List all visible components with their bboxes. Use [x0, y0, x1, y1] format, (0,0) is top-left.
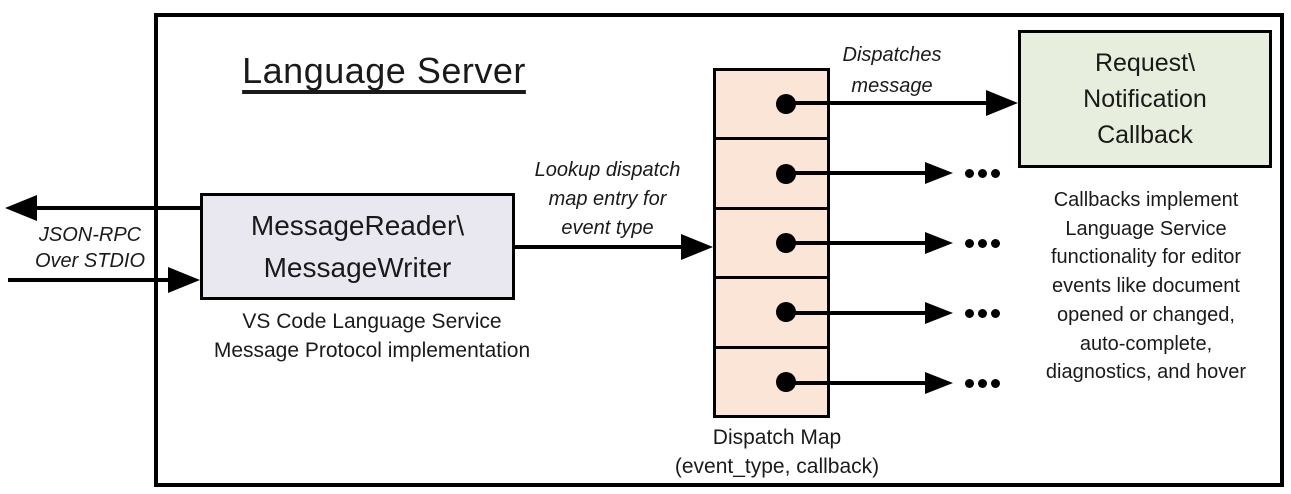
- lookup-label-line: map entry for: [548, 188, 667, 210]
- map-caption-line: Dispatch Map: [712, 426, 842, 449]
- json-rpc-label-line: Over STDIO: [34, 250, 145, 272]
- dispatch-map-caption: Dispatch Map (event_type, callback): [652, 423, 902, 481]
- dispatch-arrow-line: [786, 101, 988, 105]
- callbacks-note-line: diagnostics, and hover: [1045, 361, 1247, 384]
- callback-box-line: Request\: [1094, 49, 1196, 77]
- dispatches-message-label: Dispatches message: [812, 40, 972, 102]
- dispatch-label-line: Dispatches: [842, 44, 942, 66]
- dispatch-arrowhead-icon: [986, 90, 1018, 116]
- stdio-in-arrowhead-icon: [168, 267, 200, 293]
- language-server-outer-box: [154, 13, 1284, 487]
- message-reader-writer-box: MessageReader\ MessageWriter: [200, 193, 515, 300]
- reader-box-caption: VS Code Language Service Message Protoco…: [196, 307, 548, 365]
- callbacks-note-line: Language Service: [1065, 217, 1227, 240]
- dispatch-arrowhead-icon: [925, 372, 953, 394]
- lookup-label-line: Lookup dispatch: [534, 159, 681, 181]
- dispatch-arrowhead-icon: [925, 302, 953, 324]
- request-notification-callback-box: Request\ Notification Callback: [1018, 30, 1272, 168]
- map-caption-line: (event_type, callback): [674, 455, 880, 478]
- dispatch-arrow-line: [786, 241, 927, 245]
- dispatch-arrowhead-icon: [925, 162, 953, 184]
- callbacks-note-line: Callbacks implement: [1053, 189, 1239, 211]
- ellipsis-icon: [965, 239, 1001, 248]
- callbacks-note-line: events like document: [1052, 275, 1240, 298]
- stdio-out-arrowhead-icon: [5, 195, 37, 221]
- reader-caption-line: VS Code Language Service: [242, 310, 502, 333]
- json-rpc-label-line: JSON-RPC: [38, 224, 142, 246]
- callbacks-note-line: auto-complete,: [1079, 332, 1213, 355]
- dispatch-label-line: message: [851, 75, 933, 97]
- dispatch-arrow-line: [786, 381, 927, 385]
- lookup-arrowhead-icon: [681, 234, 713, 260]
- lookup-arrow-line: [515, 245, 685, 249]
- json-rpc-label: JSON-RPC Over STDIO: [15, 222, 165, 274]
- dispatch-arrowhead-icon: [925, 232, 953, 254]
- ellipsis-icon: [965, 169, 1001, 178]
- ellipsis-icon: [965, 309, 1001, 318]
- callback-box-line: Callback: [1097, 121, 1193, 149]
- dispatch-arrow-line: [786, 311, 927, 315]
- reader-caption-line: Message Protocol implementation: [213, 339, 531, 362]
- callbacks-note-line: opened or changed,: [1057, 303, 1235, 326]
- lookup-label-line: event type: [561, 217, 654, 239]
- stdio-in-arrow-line: [8, 278, 170, 282]
- callbacks-note-line: functionality for editor: [1050, 246, 1242, 269]
- lookup-dispatch-label: Lookup dispatch map entry for event type: [515, 156, 700, 243]
- ellipsis-icon: [965, 379, 1001, 388]
- callbacks-note: Callbacks implement Language Service fun…: [1020, 186, 1272, 387]
- callback-box-line: Notification: [1083, 85, 1207, 113]
- reader-box-line: MessageReader\: [250, 209, 465, 241]
- dispatch-arrow-line: [786, 171, 927, 175]
- diagram-title: Language Server: [242, 50, 526, 91]
- stdio-out-arrow-line: [33, 206, 200, 210]
- reader-box-line: MessageWriter: [263, 251, 452, 283]
